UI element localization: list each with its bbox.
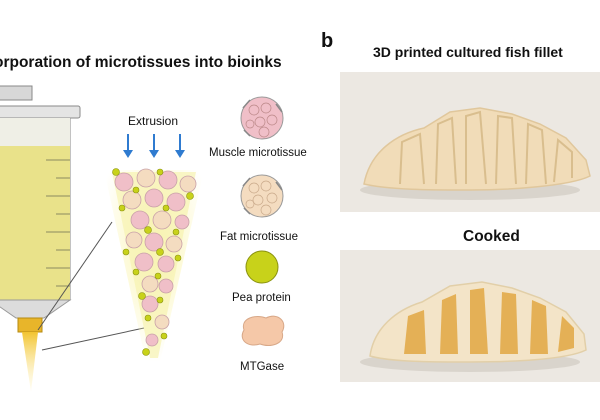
printed-fillet-photo bbox=[340, 72, 600, 212]
extrusion-arrows bbox=[123, 134, 185, 158]
legend-label-pea: Pea protein bbox=[232, 292, 291, 304]
panel-b-label: b bbox=[321, 30, 334, 52]
mtgase-icon bbox=[241, 315, 285, 346]
pea-protein-icon bbox=[245, 250, 279, 284]
legend-label-mtgase: MTGase bbox=[240, 361, 285, 373]
panel-b-title: 3D printed cultured fish fillet bbox=[373, 44, 563, 60]
extrusion-label: Extrusion bbox=[128, 114, 179, 128]
cooked-title: Cooked bbox=[463, 228, 520, 245]
cooked-fillet-photo bbox=[340, 250, 600, 382]
legend-label-muscle: Muscle microtissue bbox=[209, 147, 307, 159]
fat-microtissue-icon bbox=[240, 174, 284, 218]
syringe bbox=[0, 85, 145, 392]
legend-label-fat: Fat microtissue bbox=[220, 231, 298, 243]
panel-a-title: orporation of microtissues into bioinks bbox=[0, 54, 282, 71]
bioink-cone bbox=[104, 168, 204, 362]
muscle-microtissue-icon bbox=[240, 96, 284, 140]
